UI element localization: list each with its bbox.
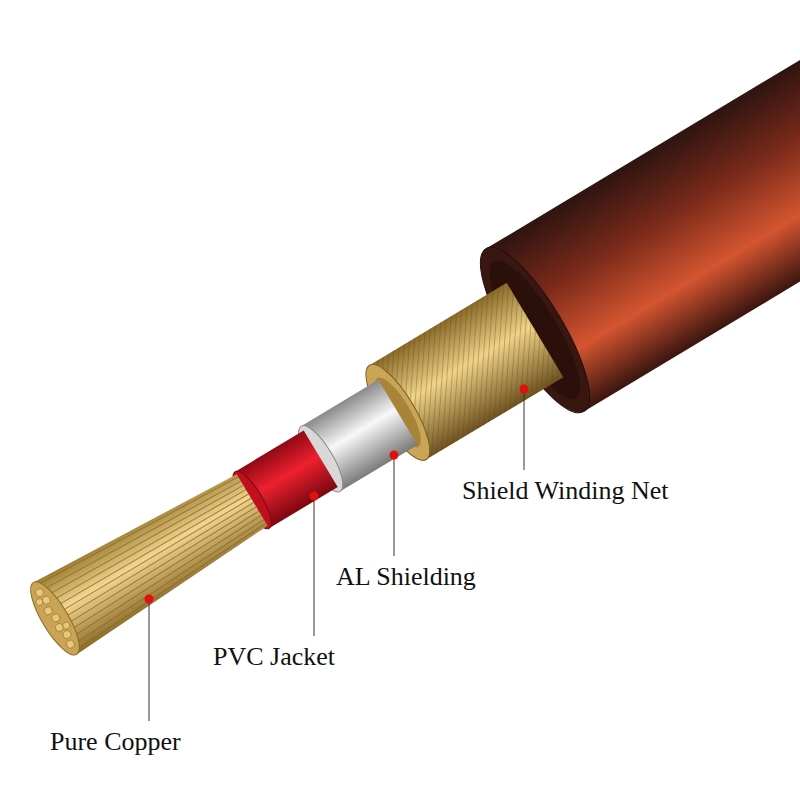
part-label: Pure Copper — [50, 727, 181, 757]
part-label: AL Shielding — [336, 562, 476, 592]
part-label: PVC Jacket — [213, 642, 335, 672]
cable-body — [0, 0, 800, 707]
part-label: Shield Winding Net — [462, 476, 668, 506]
leader-lines — [145, 385, 529, 722]
